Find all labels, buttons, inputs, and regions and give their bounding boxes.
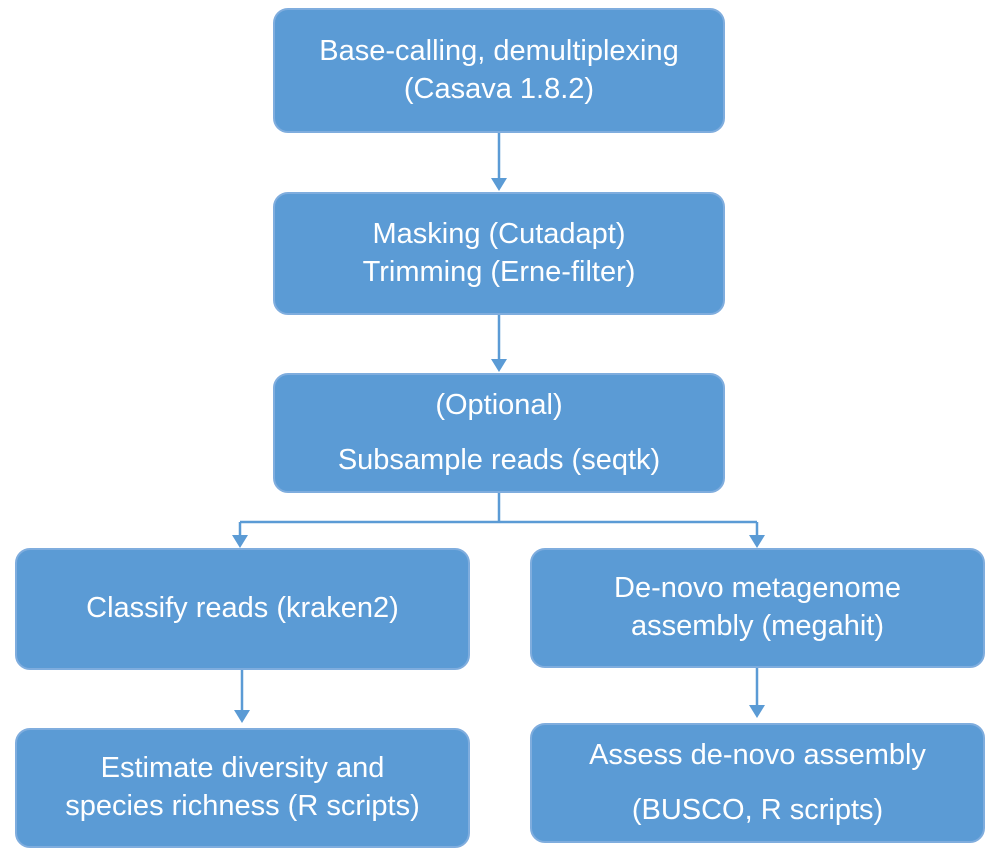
node-denovo-assembly-line1: De-novo metagenome (614, 572, 901, 605)
node-masking-trimming-line1: Masking (Cutadapt) (372, 217, 626, 250)
node-subsample-reads: (Optional) Subsample reads (seqtk) (273, 373, 725, 493)
node-base-calling: Base-calling, demultiplexing (Casava 1.8… (273, 8, 725, 133)
node-base-calling-line1: Base-calling, demultiplexing (319, 34, 679, 67)
arrow-assembly-to-assess-head-icon (749, 705, 765, 718)
arrow-classify-to-estimate-head-icon (234, 710, 250, 723)
node-denovo-assembly: De-novo metagenome assembly (megahit) (530, 548, 985, 668)
arrow-base-to-masking-head-icon (491, 178, 507, 191)
node-assess-assembly-line2: (BUSCO, R scripts) (631, 793, 884, 826)
arrow-masking-to-subsample-head-icon (491, 359, 507, 372)
node-estimate-diversity-line2: species richness (R scripts) (65, 790, 420, 822)
branch-right-head-icon (749, 535, 765, 548)
node-estimate-diversity-line1: Estimate diversity and (100, 752, 385, 785)
node-estimate-diversity: Estimate diversity and species richness … (15, 728, 470, 848)
node-masking-trimming-line2: Trimming (Erne-filter) (362, 255, 636, 288)
node-classify-reads: Classify reads (kraken2) (15, 548, 470, 670)
node-assess-assembly-line1: Assess de-novo assembly (589, 738, 926, 771)
node-classify-reads-line1: Classify reads (kraken2) (86, 592, 399, 625)
node-denovo-assembly-line2: assembly (megahit) (630, 610, 885, 642)
branch-connector (238, 493, 759, 536)
node-subsample-reads-line1: (Optional) (435, 388, 563, 421)
node-masking-trimming: Masking (Cutadapt) Trimming (Erne-filter… (273, 192, 725, 315)
node-assess-assembly: Assess de-novo assembly (BUSCO, R script… (530, 723, 985, 843)
branch-left-head-icon (232, 535, 248, 548)
node-subsample-reads-line2: Subsample reads (seqtk) (337, 443, 661, 476)
node-base-calling-line2: (Casava 1.8.2) (403, 72, 595, 105)
